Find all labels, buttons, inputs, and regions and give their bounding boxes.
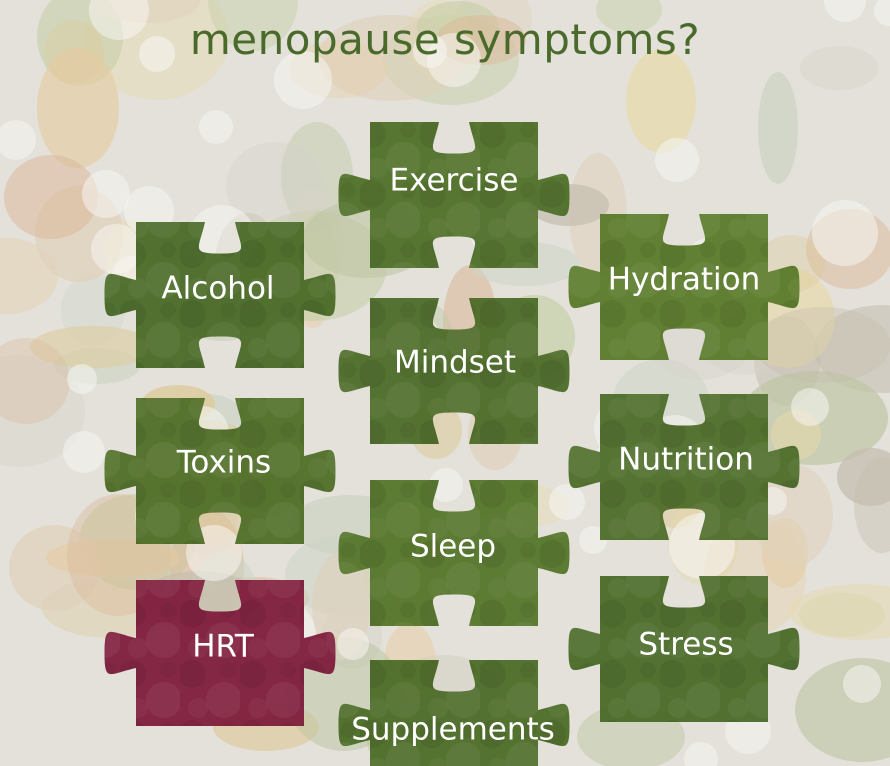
puzzle-piece-texture	[104, 398, 336, 544]
puzzle-label-sleep: Sleep	[410, 529, 496, 565]
puzzle-label-alcohol: Alcohol	[161, 271, 274, 307]
puzzle-piece-supplements: Supplements	[338, 660, 570, 766]
puzzle-piece-mindset: Mindset	[338, 298, 570, 444]
puzzle-piece-texture	[338, 480, 570, 626]
puzzle-piece-exercise: Exercise	[338, 122, 570, 268]
puzzle-label-hrt: HRT	[192, 629, 255, 665]
puzzle-label-exercise: Exercise	[390, 163, 519, 199]
puzzle-label-toxins: Toxins	[176, 445, 271, 481]
puzzle-piece-nutrition: Nutrition	[568, 394, 800, 540]
puzzle-piece-texture	[338, 122, 570, 268]
puzzle-piece-sleep: Sleep	[338, 480, 570, 626]
puzzle-label-supplements: Supplements	[351, 712, 555, 748]
puzzle-label-stress: Stress	[638, 627, 733, 663]
heading-line-2: menopause symptoms?	[189, 15, 701, 64]
puzzle-piece-texture	[338, 660, 570, 766]
puzzle-label-nutrition: Nutrition	[618, 442, 754, 478]
puzzle-piece-texture	[568, 394, 800, 540]
puzzle-piece-texture	[104, 222, 336, 368]
puzzle-piece-texture	[104, 580, 336, 726]
puzzle-label-hydration: Hydration	[608, 262, 760, 298]
puzzle-label-mindset: Mindset	[394, 345, 516, 381]
puzzle-piece-stress: Stress	[568, 576, 800, 722]
puzzle-piece-texture	[338, 298, 570, 444]
puzzle-piece-hydration: Hydration	[568, 214, 800, 360]
puzzle-piece-hrt: HRT	[104, 580, 336, 726]
heading-line-1-fragment	[0, 0, 890, 10]
puzzle-piece-texture	[568, 576, 800, 722]
puzzle-piece-alcohol: Alcohol	[104, 222, 336, 368]
puzzle-piece-toxins: Toxins	[104, 398, 336, 544]
puzzle-piece-texture	[568, 214, 800, 360]
